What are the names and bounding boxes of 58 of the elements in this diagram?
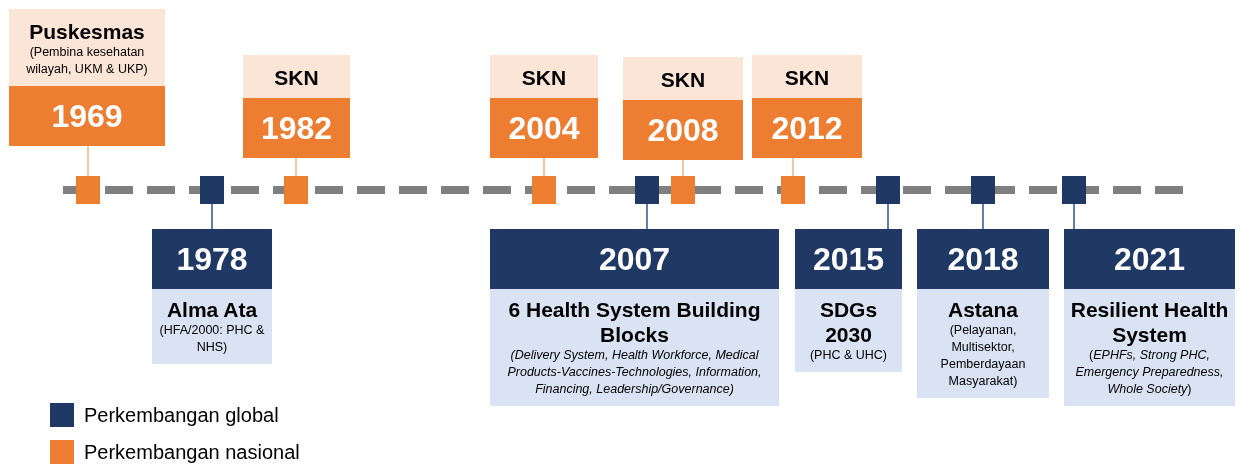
event-card (243, 55, 350, 158)
event-description: (PHC & UHC) (808, 347, 889, 364)
event-description: (Delivery System, Health Workforce, Medical Products-Vaccines-Technologies, Information, Financing, Leadership/Governance) (506, 347, 763, 398)
event-title: 6 Health System Building Blocks (507, 297, 762, 347)
event-title: Resilient Health System (1069, 297, 1230, 347)
connector-line (1073, 203, 1075, 230)
timeline-marker (635, 176, 659, 204)
connector-line (646, 203, 648, 230)
year-banner: 2004 (490, 98, 598, 158)
connector-line (543, 157, 545, 177)
event-card (795, 229, 902, 372)
event-card (917, 229, 1049, 398)
year-banner: 2015 (795, 229, 902, 289)
event-title: SKN (273, 65, 320, 90)
legend-label: Perkembangan global (84, 403, 279, 427)
event-title: SKN (783, 65, 831, 90)
connector-line (211, 203, 213, 230)
year-banner: 1969 (9, 86, 165, 146)
event-title: Astana (947, 297, 1019, 322)
connector-line (982, 203, 984, 230)
timeline-marker (971, 176, 995, 204)
connector-line (792, 157, 794, 177)
timeline-marker (671, 176, 695, 204)
timeline-marker (1062, 176, 1086, 204)
year-banner: 2012 (752, 98, 862, 158)
event-title: Alma Ata (165, 297, 259, 322)
event-title: SDGs 2030 (818, 297, 879, 347)
timeline-marker (876, 176, 900, 204)
timeline-marker (781, 176, 805, 204)
event-card (623, 57, 743, 160)
timeline-marker (76, 176, 100, 204)
year-banner: 2018 (917, 229, 1049, 289)
year-banner: 2007 (490, 229, 779, 289)
timeline-marker (284, 176, 308, 204)
event-card (490, 229, 779, 406)
connector-line (87, 145, 89, 177)
event-card (752, 55, 862, 158)
event-card (490, 55, 598, 158)
event-description: (Pelayanan, Multisektor, Pemberdayaan Masyarakat) (939, 322, 1027, 390)
event-description: (Pembina kesehatan wilayah, UKM & UKP) (25, 44, 149, 78)
year-banner: 2008 (623, 100, 743, 160)
event-card (1064, 229, 1235, 406)
legend-label: Perkembangan nasional (84, 440, 300, 464)
year-banner: 1982 (243, 98, 350, 158)
connector-line (682, 159, 684, 177)
event-title: Puskesmas (28, 19, 146, 44)
timeline-marker (532, 176, 556, 204)
event-card (9, 9, 165, 146)
timeline-marker (200, 176, 224, 204)
connector-line (295, 157, 297, 177)
event-description: (HFA/2000: PHC & NHS) (158, 322, 266, 356)
connector-line (887, 203, 889, 230)
event-description: (EPHFs, Strong PHC, Emergency Preparedness, Whole Society) (1074, 347, 1225, 398)
event-title: SKN (659, 67, 707, 92)
year-banner: 2021 (1064, 229, 1235, 289)
year-banner: 1978 (152, 229, 272, 289)
event-card (152, 229, 272, 364)
event-title: SKN (520, 65, 568, 90)
